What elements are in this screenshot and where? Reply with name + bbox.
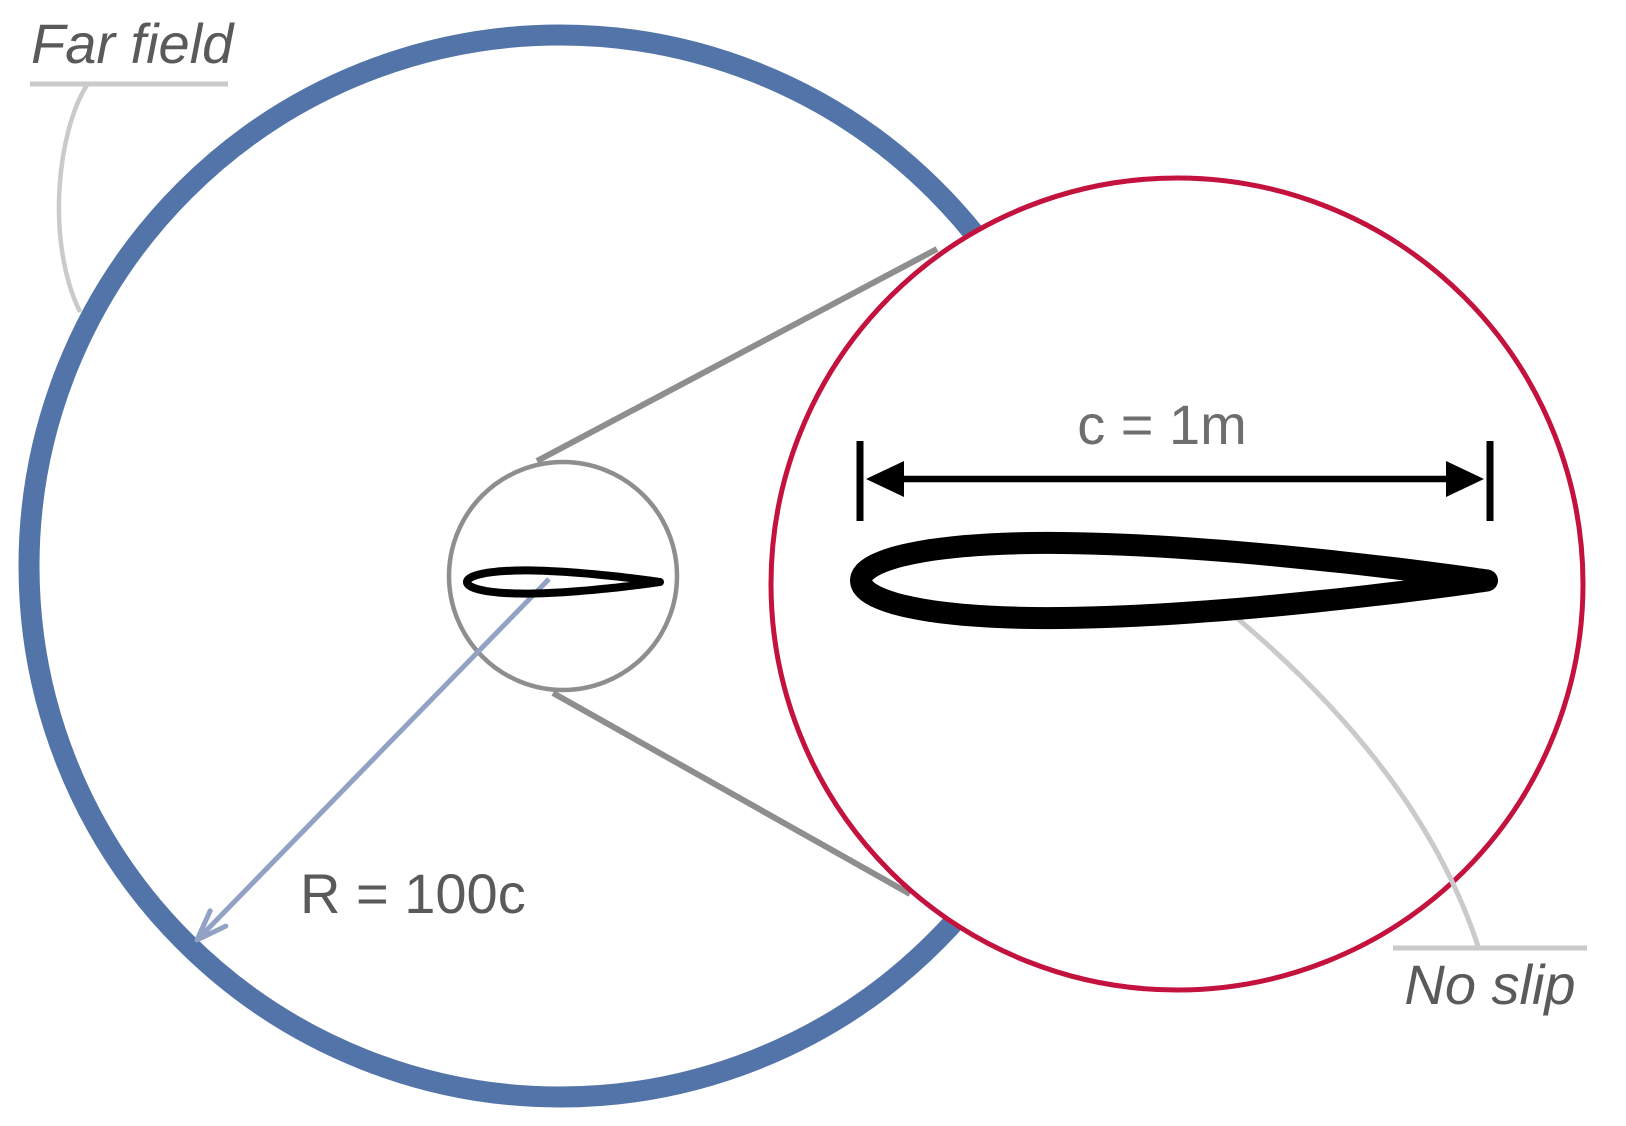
zoom-lens-circle (446, 459, 680, 693)
airfoil-large (850, 531, 1498, 630)
radius-label: R = 100c (300, 862, 526, 925)
radius-arrowhead (194, 908, 229, 943)
radius-arrow-line (199, 577, 551, 938)
no-slip-zoom-circle (768, 175, 1586, 993)
far-field-leader-line (56, 83, 89, 313)
chord-label: c = 1m (1077, 393, 1247, 456)
far-field-label: Far field (31, 12, 235, 75)
no-slip-leader-line (1230, 612, 1481, 947)
chord-dimension-arrowhead-left (866, 461, 904, 497)
chord-dimension-arrowhead-right (1446, 461, 1484, 497)
zoom-connector-line-bottom (551, 690, 912, 897)
zoom-connector-line-top (535, 246, 939, 464)
airfoil-small (463, 566, 664, 598)
no-slip-label: No slip (1404, 953, 1575, 1016)
